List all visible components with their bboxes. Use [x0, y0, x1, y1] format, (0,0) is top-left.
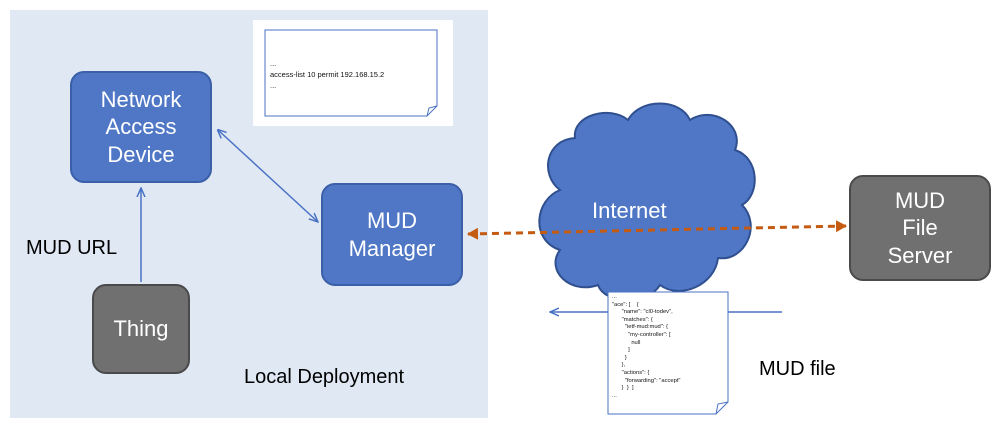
nad-manager-link — [218, 130, 318, 222]
network-access-device-node: Network Access Device — [70, 71, 212, 183]
mud-file-server-node: MUD File Server — [849, 175, 991, 281]
acl-note-text: ... access-list 10 permit 192.168.15.2 .… — [270, 58, 384, 91]
thing-node: Thing — [92, 284, 190, 374]
mud-url-label: MUD URL — [26, 237, 118, 259]
mud-manager-node: MUD Manager — [321, 183, 463, 286]
internet-label: Internet — [592, 198, 667, 223]
mud-file-label: MUD file — [759, 358, 836, 380]
acl-note-line-2: access-list 10 permit 192.168.15.2 — [270, 70, 385, 79]
manager-server-link — [467, 220, 847, 240]
acl-note-line-3: ... — [270, 81, 277, 90]
mud-file-note-text: ... "ace": [ { "name": "cl0-todev", "mat… — [612, 294, 681, 399]
acl-note-shape — [264, 29, 438, 117]
acl-note-line-1: ... — [270, 59, 277, 68]
local-deployment-label: Local Deployment — [244, 366, 405, 388]
